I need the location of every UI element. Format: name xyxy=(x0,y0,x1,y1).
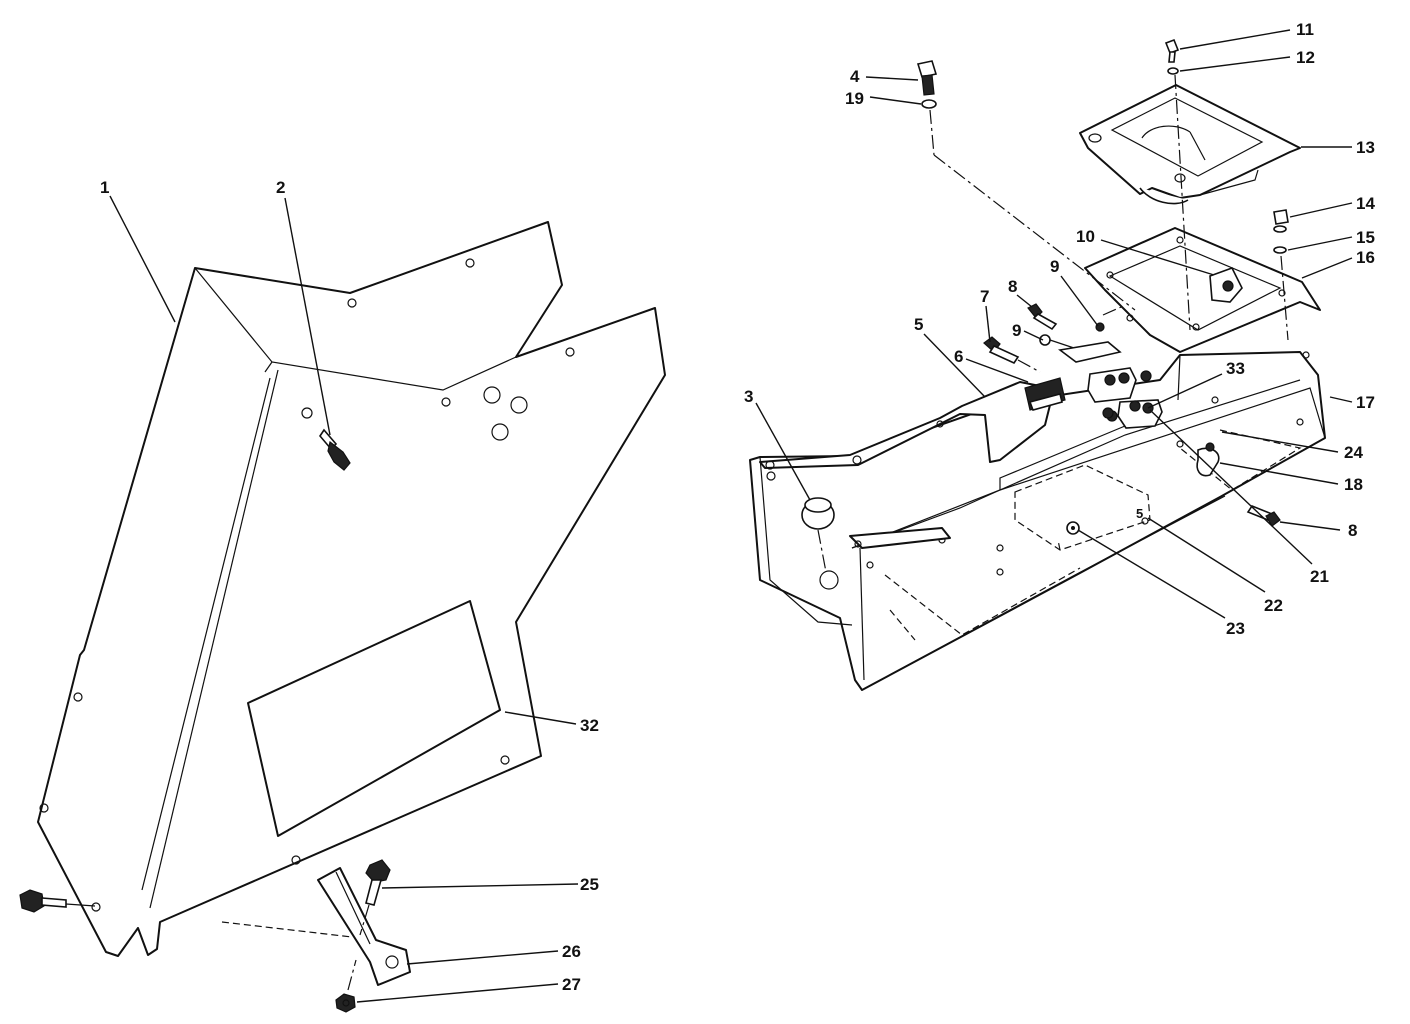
bolt-4-icon xyxy=(916,60,1136,311)
bolt-lower-left-icon xyxy=(19,889,96,913)
callout-11: 11 xyxy=(1296,20,1314,39)
callout-10: 10 xyxy=(1076,227,1095,246)
knob-3-icon xyxy=(801,497,835,573)
callout-21: 21 xyxy=(1310,567,1329,586)
callout-15: 15 xyxy=(1356,228,1375,247)
bolt-8b-icon xyxy=(1246,505,1281,527)
callout-2: 2 xyxy=(276,178,285,197)
bolt-2-icon xyxy=(319,428,351,471)
callout-25: 25 xyxy=(580,875,599,894)
callout-9b: 9 xyxy=(1012,321,1021,340)
callout-18: 18 xyxy=(1344,475,1363,494)
callout-numbers: 1 2 32 25 26 27 3 4 19 5 6 7 8 9 9 10 11… xyxy=(100,20,1375,994)
callout-4: 4 xyxy=(850,67,860,86)
callout-3: 3 xyxy=(744,387,753,406)
callout-33: 33 xyxy=(1226,359,1245,378)
connector-6-icon xyxy=(1024,377,1066,411)
callout-6: 6 xyxy=(954,347,963,366)
callout-7: 7 xyxy=(980,287,989,306)
callout-23: 23 xyxy=(1226,619,1245,638)
part-33-icon xyxy=(1102,407,1114,419)
callout-8b: 8 xyxy=(1348,521,1357,540)
callout-9a: 9 xyxy=(1050,257,1059,276)
screw-7-icon xyxy=(983,336,1041,373)
nut-23-icon xyxy=(1066,521,1080,535)
bolt-14-icon xyxy=(1273,209,1289,341)
callout-19: 19 xyxy=(845,89,864,108)
cover-13-part xyxy=(1079,84,1301,205)
callout-26: 26 xyxy=(562,942,581,961)
leader-lines xyxy=(109,29,1353,1003)
callout-5b: 5 xyxy=(1136,506,1143,521)
callout-24: 24 xyxy=(1344,443,1363,462)
callout-8a: 8 xyxy=(1008,277,1017,296)
callout-17: 17 xyxy=(1356,393,1375,412)
callout-14: 14 xyxy=(1356,194,1375,213)
callout-22: 22 xyxy=(1264,596,1283,615)
callout-5: 5 xyxy=(914,315,923,334)
side-panel-part xyxy=(37,221,666,957)
bracket-26-part xyxy=(221,867,411,986)
screw-8a-icon xyxy=(1027,303,1058,331)
callout-13: 13 xyxy=(1356,138,1375,157)
callout-12: 12 xyxy=(1296,48,1315,67)
callout-16: 16 xyxy=(1356,248,1375,267)
screw-11-icon xyxy=(1164,38,1191,331)
clip-part xyxy=(1058,303,1129,363)
callout-27: 27 xyxy=(562,975,581,994)
plate-16-part xyxy=(1084,227,1321,353)
bolt-25-icon xyxy=(359,859,391,936)
callout-32: 32 xyxy=(580,716,599,735)
bracket-5-part xyxy=(759,381,1051,549)
clamp-18-icon xyxy=(1196,442,1220,477)
callout-1: 1 xyxy=(100,178,109,197)
nut-27-icon xyxy=(335,959,357,1013)
